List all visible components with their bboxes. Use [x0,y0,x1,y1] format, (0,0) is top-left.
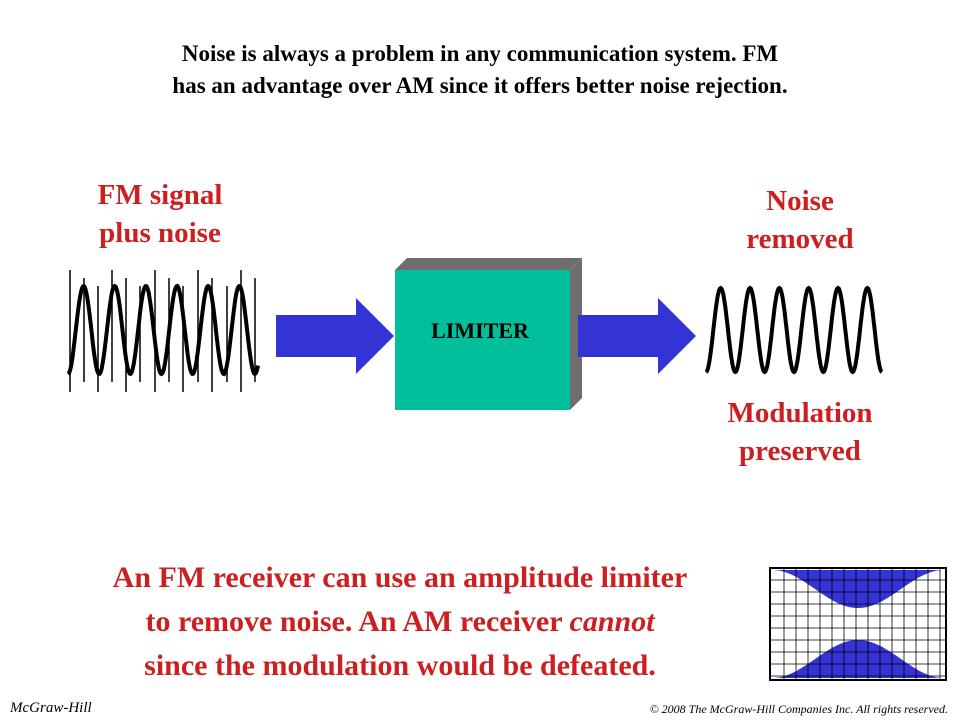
limiter-block-side [570,258,582,410]
noise-spikes [69,270,256,392]
bottom-explanation: An FM receiver can use an amplitude limi… [20,556,780,688]
modulation-preserved-label: Modulation preserved [680,394,920,470]
intro-line-1: Noise is always a problem in any communi… [181,41,779,66]
bottom-line-3: since the modulation would be defeated. [144,649,656,682]
clean-fm-waveform [704,285,884,375]
noise-removed-line-1: Noise [766,185,834,217]
input-wave-path [66,283,260,377]
modulation-preserved-line-2: preserved [739,435,861,467]
modulation-preserved-line-1: Modulation [727,397,873,429]
noise-removed-line-2: removed [746,223,854,255]
intro-text: Noise is always a problem in any communi… [20,38,940,102]
limiter-label: LIMITER [431,318,529,343]
input-signal-label: FM signal plus noise [40,176,280,252]
input-arrow [276,298,394,374]
noise-removed-label: Noise removed [690,182,910,258]
limiter-block [395,258,582,410]
output-arrow [578,298,696,374]
noisy-fm-waveform [66,270,260,392]
intro-line-2: has an advantage over AM since it offers… [172,73,788,98]
bottom-line-2-text: to remove noise. An AM receiver [145,605,570,638]
input-label-line-1: FM signal [97,179,223,211]
limiter-block-face [395,270,570,410]
copyright-notice: © 2008 The McGraw-Hill Companies Inc. Al… [649,702,948,716]
publisher-name: McGraw-Hill [10,700,92,716]
am-envelope-lower [772,640,944,678]
limiter-block-top [395,258,582,270]
input-label-line-2: plus noise [99,217,221,249]
am-grid-lines [770,568,946,680]
bottom-line-2: to remove noise. An AM receiver cannot [20,600,780,644]
am-signal-grid-icon [769,567,947,681]
am-envelope-upper [772,570,944,608]
bottom-line-2-emphasis: cannot [569,605,655,638]
bottom-line-1: An FM receiver can use an amplitude limi… [112,561,688,594]
